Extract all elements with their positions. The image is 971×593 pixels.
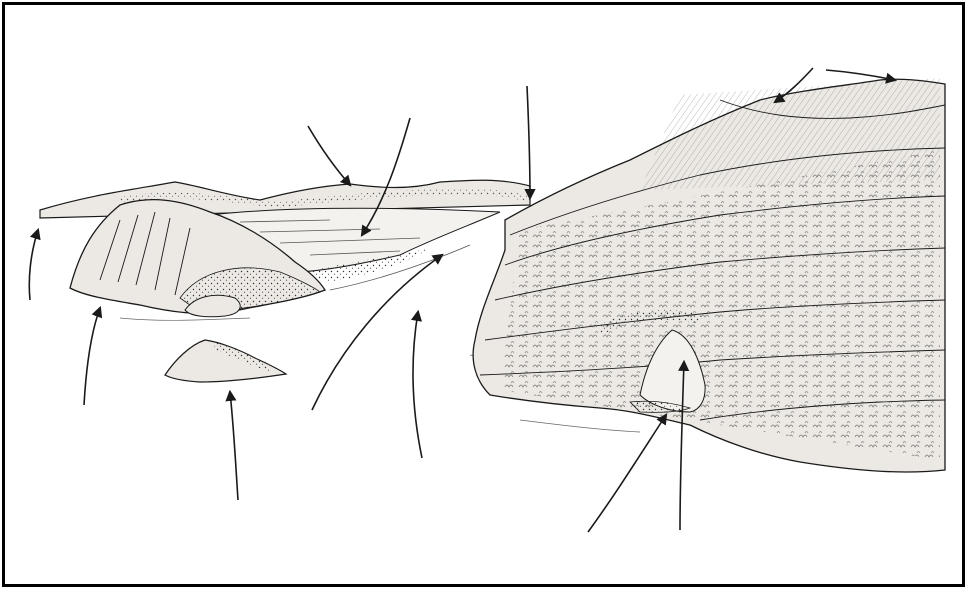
arrow-far-left-up <box>29 230 38 300</box>
offshore-islet <box>165 340 286 382</box>
arrow-islet <box>230 392 238 500</box>
arrow-peak-right <box>826 70 895 80</box>
arrow-beach <box>588 415 666 532</box>
right-mountain-range <box>473 78 945 472</box>
arrow-left-headland <box>84 308 100 405</box>
arrow-bay-center <box>413 312 422 458</box>
arrow-ridge-top <box>308 126 350 185</box>
arrow-valley-pass <box>527 86 530 198</box>
